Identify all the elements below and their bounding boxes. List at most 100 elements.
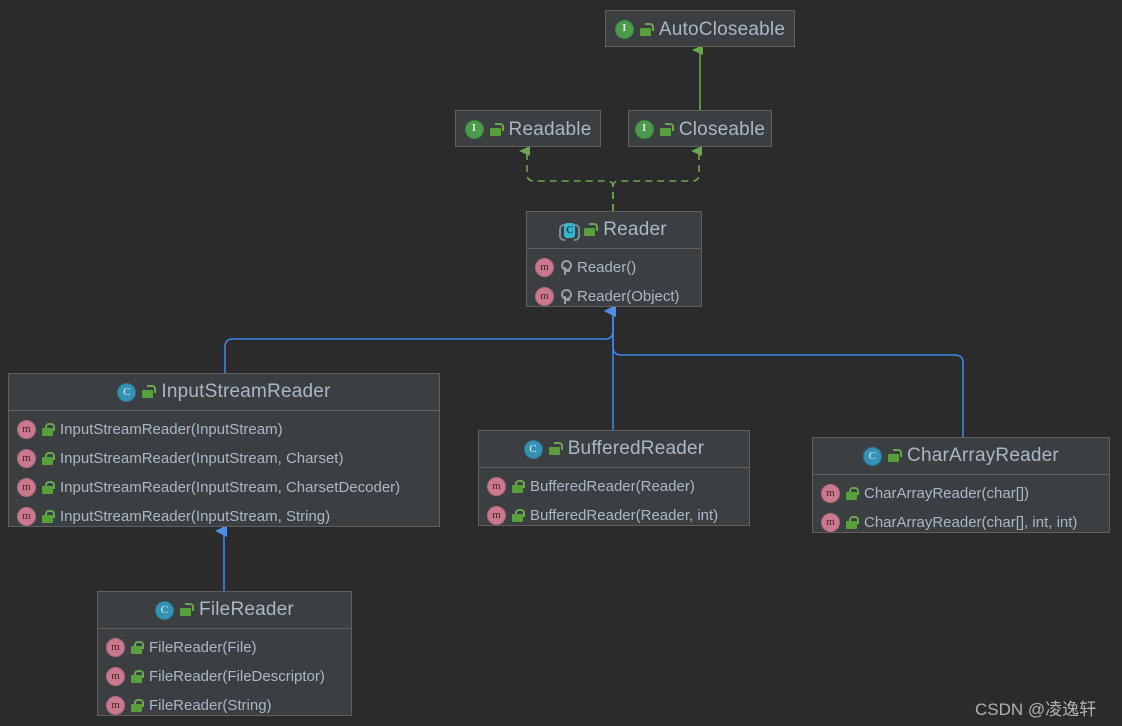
edge-inputstreamreader-to-reader bbox=[224, 305, 616, 373]
public-lock-icon bbox=[42, 422, 55, 437]
class-member-row[interactable]: m FileReader(File) bbox=[98, 633, 351, 662]
class-node-title: I Closeable bbox=[629, 111, 771, 148]
class-node-chararrayreader[interactable]: C CharArrayReader m CharArrayReader(char[])… bbox=[812, 437, 1110, 533]
class-name-label: CharArrayReader bbox=[907, 445, 1059, 466]
method-icon: m bbox=[106, 638, 125, 657]
class-member-row[interactable]: m InputStreamReader(InputStream, CharsetD… bbox=[9, 473, 439, 502]
public-lock-icon bbox=[888, 449, 903, 463]
class-node-autocloseable[interactable]: I AutoCloseable bbox=[605, 10, 795, 47]
class-member-label: InputStreamReader(InputStream, String) bbox=[60, 508, 331, 525]
class-member-row[interactable]: m CharArrayReader(char[], int, int) bbox=[813, 508, 1109, 537]
class-node-title: C InputStreamReader bbox=[9, 374, 439, 411]
abstract-class-icon: C bbox=[559, 222, 581, 241]
method-icon: m bbox=[821, 484, 840, 503]
class-name-label: BufferedReader bbox=[567, 438, 705, 459]
class-name-label: Readable bbox=[508, 118, 592, 140]
interface-icon: I bbox=[634, 120, 654, 139]
public-lock-icon bbox=[131, 669, 144, 684]
class-node-readable[interactable]: I Readable bbox=[455, 110, 601, 147]
class-member-row[interactable]: m Reader(Object) bbox=[527, 282, 701, 311]
method-icon: m bbox=[487, 477, 506, 496]
class-name-label: InputStreamReader bbox=[161, 381, 331, 402]
public-lock-icon bbox=[180, 603, 195, 617]
public-lock-icon bbox=[548, 442, 563, 456]
class-member-label: BufferedReader(Reader, int) bbox=[530, 507, 719, 524]
public-lock-icon bbox=[131, 640, 144, 655]
class-member-row[interactable]: m FileReader(String) bbox=[98, 691, 351, 720]
class-member-row[interactable]: m InputStreamReader(InputStream, Charset) bbox=[9, 444, 439, 473]
edge-chararrayreader-to-reader bbox=[604, 305, 964, 437]
method-icon: m bbox=[535, 258, 554, 277]
method-icon: m bbox=[106, 667, 125, 686]
protected-key-icon bbox=[560, 289, 572, 304]
class-member-label: CharArrayReader(char[]) bbox=[864, 485, 1030, 502]
class-member-row[interactable]: m BufferedReader(Reader, int) bbox=[479, 501, 749, 530]
class-name-label: Closeable bbox=[678, 118, 766, 140]
class-member-label: FileReader(FileDescriptor) bbox=[149, 668, 325, 685]
class-node-title: I AutoCloseable bbox=[606, 11, 794, 48]
method-icon: m bbox=[17, 420, 36, 439]
class-member-row[interactable]: m Reader() bbox=[527, 253, 701, 282]
method-icon: m bbox=[17, 478, 36, 497]
class-member-row[interactable]: m CharArrayReader(char[]) bbox=[813, 479, 1109, 508]
class-member-row[interactable]: m BufferedReader(Reader) bbox=[479, 472, 749, 501]
class-member-label: FileReader(File) bbox=[149, 639, 257, 656]
class-name-label: AutoCloseable bbox=[658, 18, 786, 40]
public-lock-icon bbox=[659, 122, 674, 137]
interface-icon: I bbox=[614, 20, 634, 39]
class-member-label: Reader() bbox=[577, 259, 637, 276]
public-lock-icon bbox=[584, 223, 599, 237]
public-lock-icon bbox=[512, 508, 525, 523]
class-node-closeable[interactable]: I Closeable bbox=[628, 110, 772, 147]
class-icon: C bbox=[117, 382, 137, 402]
public-lock-icon bbox=[142, 385, 157, 399]
class-member-label: FileReader(String) bbox=[149, 697, 272, 714]
method-icon: m bbox=[106, 696, 125, 715]
method-icon: m bbox=[535, 287, 554, 306]
public-lock-icon bbox=[42, 451, 55, 466]
class-node-title: C CharArrayReader bbox=[813, 438, 1109, 475]
interface-icon: I bbox=[464, 120, 484, 139]
class-node-title: C BufferedReader bbox=[479, 431, 749, 468]
class-member-label: InputStreamReader(InputStream, CharsetDe… bbox=[60, 479, 401, 496]
public-lock-icon bbox=[846, 515, 859, 530]
public-lock-icon bbox=[42, 480, 55, 495]
class-member-row[interactable]: m InputStreamReader(InputStream, String) bbox=[9, 502, 439, 531]
csdn-watermark: CSDN @凌逸轩 bbox=[975, 700, 1097, 719]
class-name-label: FileReader bbox=[199, 599, 294, 620]
public-lock-icon bbox=[131, 698, 144, 713]
class-member-label: InputStreamReader(InputStream, Charset) bbox=[60, 450, 344, 467]
class-name-label: Reader bbox=[603, 219, 667, 240]
class-member-row[interactable]: m FileReader(FileDescriptor) bbox=[98, 662, 351, 691]
class-icon: C bbox=[523, 439, 543, 459]
method-icon: m bbox=[821, 513, 840, 532]
method-icon: m bbox=[17, 449, 36, 468]
class-member-label: CharArrayReader(char[], int, int) bbox=[864, 514, 1078, 531]
protected-key-icon bbox=[560, 260, 572, 275]
public-lock-icon bbox=[489, 122, 504, 137]
class-node-title: I Readable bbox=[456, 111, 600, 148]
class-member-label: BufferedReader(Reader) bbox=[530, 478, 695, 495]
class-icon: C bbox=[863, 446, 883, 466]
edge-reader-to-readable bbox=[519, 146, 614, 211]
method-icon: m bbox=[17, 507, 36, 526]
public-lock-icon bbox=[846, 486, 859, 501]
class-member-label: Reader(Object) bbox=[577, 288, 680, 305]
public-lock-icon bbox=[512, 479, 525, 494]
method-icon: m bbox=[487, 506, 506, 525]
class-node-title: C Reader bbox=[527, 212, 701, 249]
public-lock-icon bbox=[639, 22, 654, 37]
edge-reader-to-closeable bbox=[612, 146, 702, 211]
